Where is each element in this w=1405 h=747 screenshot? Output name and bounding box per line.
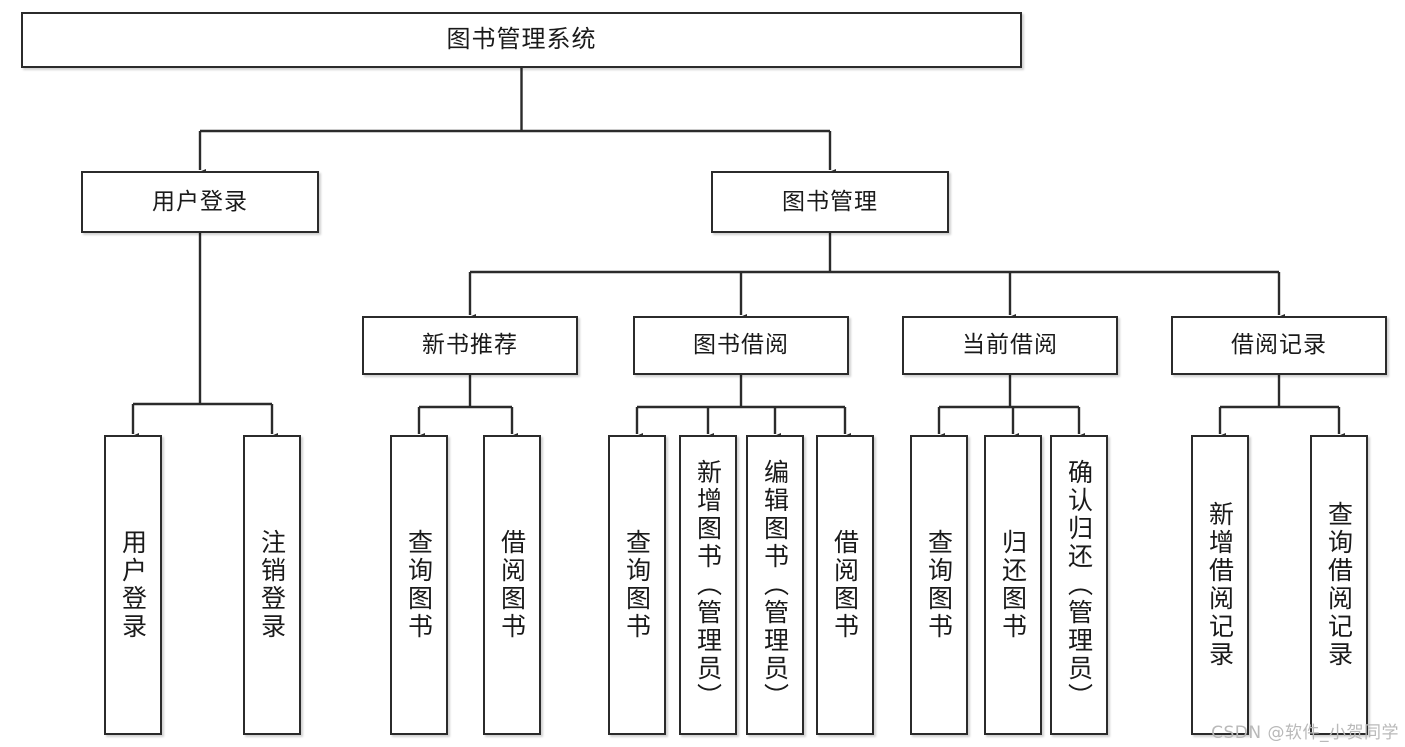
node-label: 当前借阅 [962,332,1058,359]
node-label: 编辑图书（管理员） [760,459,790,711]
watermark: CSDN @软件_小贺同学 [1211,723,1399,743]
node-l-cu-query[interactable]: 查询图书 [910,435,968,735]
node-label: 图书借阅 [693,332,789,359]
node-label: 查询借阅记录 [1324,501,1354,669]
node-label: 借阅记录 [1231,332,1327,359]
node-l-bo-query[interactable]: 查询图书 [608,435,666,735]
node-newbook[interactable]: 新书推荐 [362,316,578,375]
node-l-bo-add[interactable]: 新增图书（管理员） [679,435,737,735]
node-label: 归还图书 [998,529,1028,641]
node-l-bo-lend[interactable]: 借阅图书 [816,435,874,735]
node-label: 图书管理 [782,188,878,215]
node-l-login[interactable]: 用户登录 [104,435,162,735]
node-l-logout[interactable]: 注销登录 [243,435,301,735]
node-root[interactable]: 图书管理系统 [21,12,1022,68]
node-label: 查询图书 [924,529,954,641]
node-l-cu-confirm[interactable]: 确认归还（管理员） [1050,435,1108,735]
node-label: 图书管理系统 [446,25,597,54]
node-label: 借阅图书 [830,529,860,641]
node-label: 确认归还（管理员） [1064,459,1094,711]
node-borrow[interactable]: 图书借阅 [633,316,849,375]
node-label: 查询图书 [404,529,434,641]
node-label: 查询图书 [622,529,652,641]
node-label: 用户登录 [118,529,148,641]
node-l-re-add[interactable]: 新增借阅记录 [1191,435,1249,735]
node-label: 新增借阅记录 [1205,501,1235,669]
node-l-bo-edit[interactable]: 编辑图书（管理员） [746,435,804,735]
node-bookmgmt[interactable]: 图书管理 [711,171,949,233]
node-current[interactable]: 当前借阅 [902,316,1118,375]
node-label: 新书推荐 [422,332,518,359]
node-l-nb-borrow[interactable]: 借阅图书 [483,435,541,735]
node-l-cu-return[interactable]: 归还图书 [984,435,1042,735]
node-label: 用户登录 [152,188,248,215]
node-label: 新增图书（管理员） [693,459,723,711]
node-label: 借阅图书 [497,529,527,641]
node-l-re-query[interactable]: 查询借阅记录 [1310,435,1368,735]
node-login[interactable]: 用户登录 [81,171,319,233]
node-l-nb-query[interactable]: 查询图书 [390,435,448,735]
node-records[interactable]: 借阅记录 [1171,316,1387,375]
node-label: 注销登录 [257,529,287,641]
